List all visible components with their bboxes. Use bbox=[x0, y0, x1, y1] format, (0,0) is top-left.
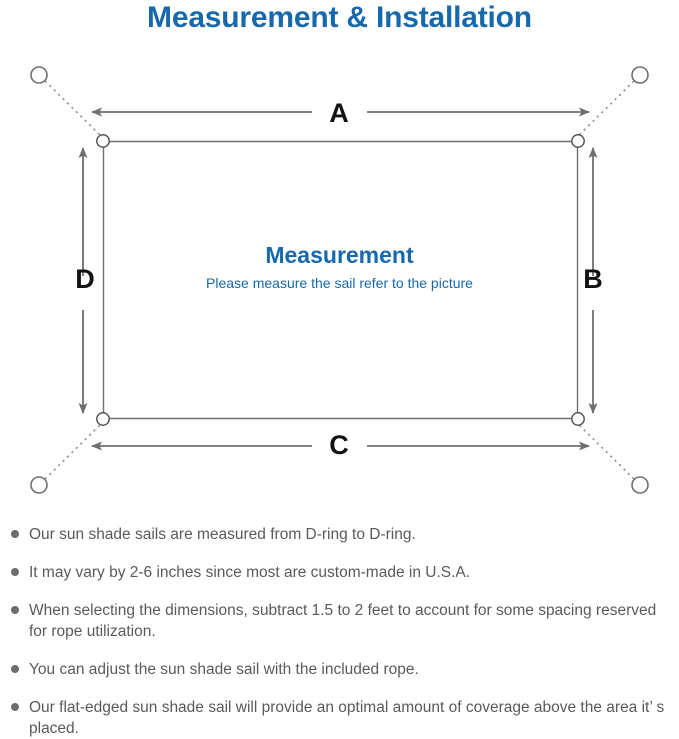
list-item-text: You can adjust the sun shade sail with t… bbox=[29, 661, 419, 678]
rope-line-top-left bbox=[44, 80, 102, 137]
rope-line-top-right bbox=[577, 80, 635, 137]
anchor-bottom-right-icon bbox=[631, 476, 649, 494]
list-item: Our sun shade sails are measured from D-… bbox=[0, 524, 679, 545]
page-title: Measurement & Installation bbox=[147, 1, 532, 34]
anchor-top-left-icon bbox=[30, 66, 48, 84]
bullet-icon bbox=[11, 703, 19, 711]
bullet-icon bbox=[11, 568, 19, 576]
list-item-text: It may vary by 2-6 inches since most are… bbox=[29, 564, 471, 581]
list-item-text: Our sun shade sails are measured from D-… bbox=[29, 526, 416, 543]
shade-sail-diagram: Measurement Please measure the sail refe… bbox=[0, 44, 679, 519]
dimension-label-c: C bbox=[329, 430, 349, 460]
bullet-icon bbox=[11, 530, 19, 538]
dimension-label-d: D bbox=[75, 264, 95, 294]
rope-line-bottom-right bbox=[577, 423, 635, 480]
list-item: When selecting the dimensions, subtract … bbox=[0, 600, 679, 642]
bullet-icon bbox=[11, 606, 19, 614]
d-ring-bottom-right-icon bbox=[571, 412, 585, 426]
dimension-label-a: A bbox=[329, 98, 349, 128]
dimension-label-b: B bbox=[583, 264, 603, 294]
sail-body bbox=[102, 140, 579, 420]
d-ring-bottom-left-icon bbox=[96, 412, 110, 426]
d-ring-top-right-icon bbox=[571, 134, 585, 148]
list-item-text: Our flat-edged sun shade sail will provi… bbox=[29, 699, 665, 737]
list-item: Our flat-edged sun shade sail will provi… bbox=[0, 697, 679, 739]
d-ring-top-left-icon bbox=[96, 134, 110, 148]
diagram-svg bbox=[30, 66, 649, 494]
anchor-bottom-left-icon bbox=[30, 476, 48, 494]
list-item-text: When selecting the dimensions, subtract … bbox=[29, 602, 657, 640]
rope-line-bottom-left bbox=[44, 423, 102, 480]
list-item: It may vary by 2-6 inches since most are… bbox=[0, 562, 679, 583]
bullet-icon bbox=[11, 665, 19, 673]
notes-list: Our sun shade sails are measured from D-… bbox=[0, 524, 679, 739]
list-item: You can adjust the sun shade sail with t… bbox=[0, 659, 679, 680]
anchor-top-right-icon bbox=[631, 66, 649, 84]
